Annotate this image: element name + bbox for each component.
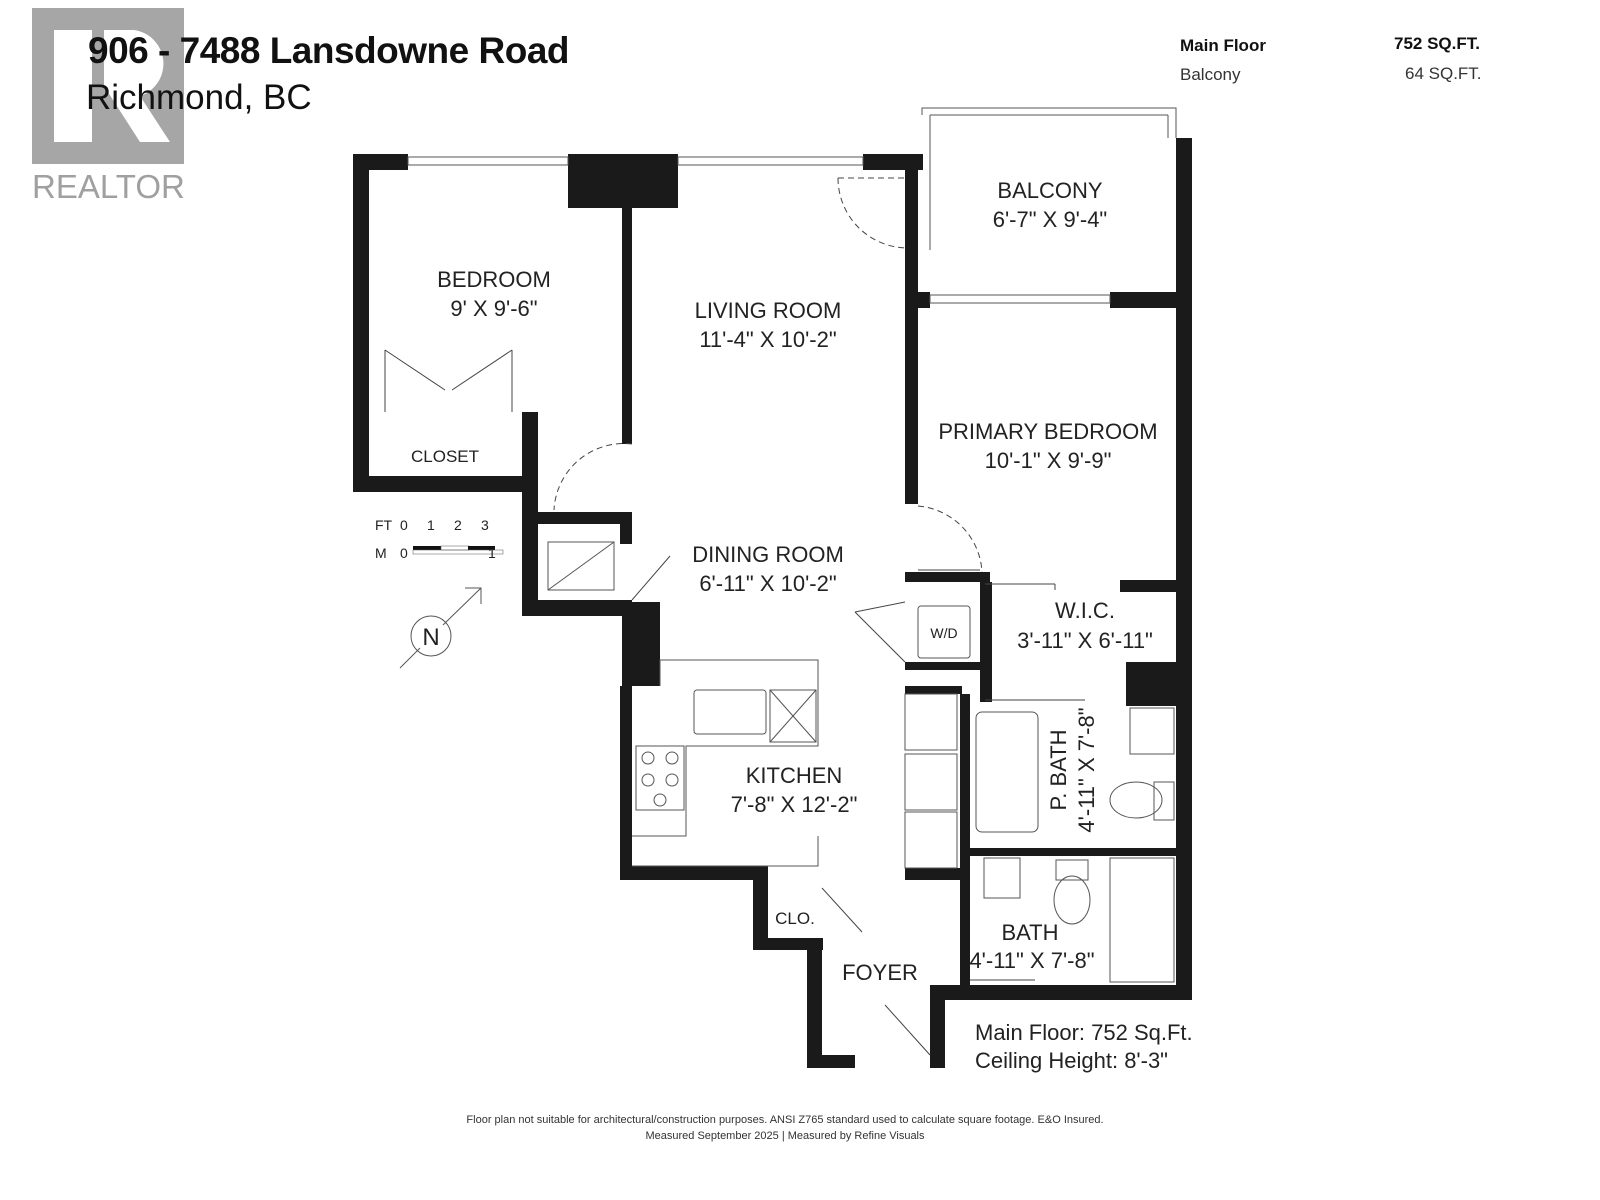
room-dining-size: 6'-11" X 10'-2" (699, 571, 836, 596)
room-balcony-name: BALCONY (997, 178, 1102, 203)
windows (407, 107, 1177, 304)
summary-ceiling: Ceiling Height: 8'-3" (975, 1048, 1168, 1073)
room-bath-size: 4'-11" X 7'-8" (969, 948, 1094, 973)
room-kitchen-name: KITCHEN (746, 763, 843, 788)
north-arrow-icon: N (399, 587, 482, 669)
realtor-logo: REALTOR® (32, 8, 184, 203)
area-label-balcony: Balcony (1180, 65, 1241, 84)
scale-ft-tick: 0 (400, 517, 408, 533)
room-bath-name: BATH (1001, 920, 1058, 945)
room-foyer-name: FOYER (842, 960, 918, 985)
floor-summary: Main Floor: 752 Sq.Ft. Ceiling Height: 8… (975, 1020, 1193, 1073)
room-primary-size: 10'-1" X 9'-9" (985, 448, 1112, 473)
scale-ft-tick: 2 (454, 517, 462, 533)
scale-ft-tick: 3 (481, 517, 489, 533)
room-pbath-name: P. BATH (1046, 729, 1071, 810)
summary-main-floor: Main Floor: 752 Sq.Ft. (975, 1020, 1193, 1045)
scale-m-tick: 0 (400, 545, 408, 561)
scale-bar: FT 0 1 2 3 M 0 1 (375, 517, 504, 561)
room-dining-name: DINING ROOM (692, 542, 844, 567)
area-value-balcony: 64 SQ.FT. (1405, 64, 1482, 83)
footer-disclaimer: Floor plan not suitable for architectura… (466, 1114, 1104, 1126)
room-clo-name: CLO. (775, 909, 815, 928)
listing-city: Richmond, BC (86, 78, 312, 117)
room-wic-size: 3'-11" X 6'-11" (1017, 628, 1153, 653)
scale-m-tick: 1 (488, 545, 496, 561)
room-kitchen-size: 7'-8" X 12'-2" (731, 792, 858, 817)
svg-text:REALTOR®: REALTOR® (32, 168, 184, 203)
room-bedroom-name: BEDROOM (437, 267, 551, 292)
room-wd-name: W/D (930, 625, 957, 641)
area-value-main: 752 SQ.FT. (1394, 34, 1480, 53)
scale-ft-label: FT (375, 517, 393, 533)
room-primary-name: PRIMARY BEDROOM (938, 419, 1157, 444)
room-bedroom-size: 9' X 9'-6" (450, 296, 537, 321)
fixtures (547, 541, 1175, 983)
room-closet-name: CLOSET (411, 447, 479, 466)
scale-ft-tick: 1 (427, 517, 435, 533)
room-balcony-size: 6'-7" X 9'-4" (993, 207, 1108, 232)
room-pbath-size: 4'-11" X 7'-8" (1074, 707, 1099, 832)
north-label: N (422, 624, 439, 651)
walls (353, 138, 1192, 1068)
scale-m-label: M (375, 545, 387, 561)
area-label-main: Main Floor (1180, 36, 1266, 55)
room-wic-name: W.I.C. (1055, 598, 1115, 623)
footer-measured: Measured September 2025 | Measured by Re… (645, 1130, 925, 1142)
room-living-size: 11'-4" X 10'-2" (699, 327, 836, 352)
doors (384, 177, 1085, 1056)
room-living-name: LIVING ROOM (695, 298, 842, 323)
listing-address: 906 - 7488 Lansdowne Road (88, 30, 570, 71)
room-labels: BEDROOM 9' X 9'-6" CLOSET LIVING ROOM 11… (411, 178, 1158, 985)
